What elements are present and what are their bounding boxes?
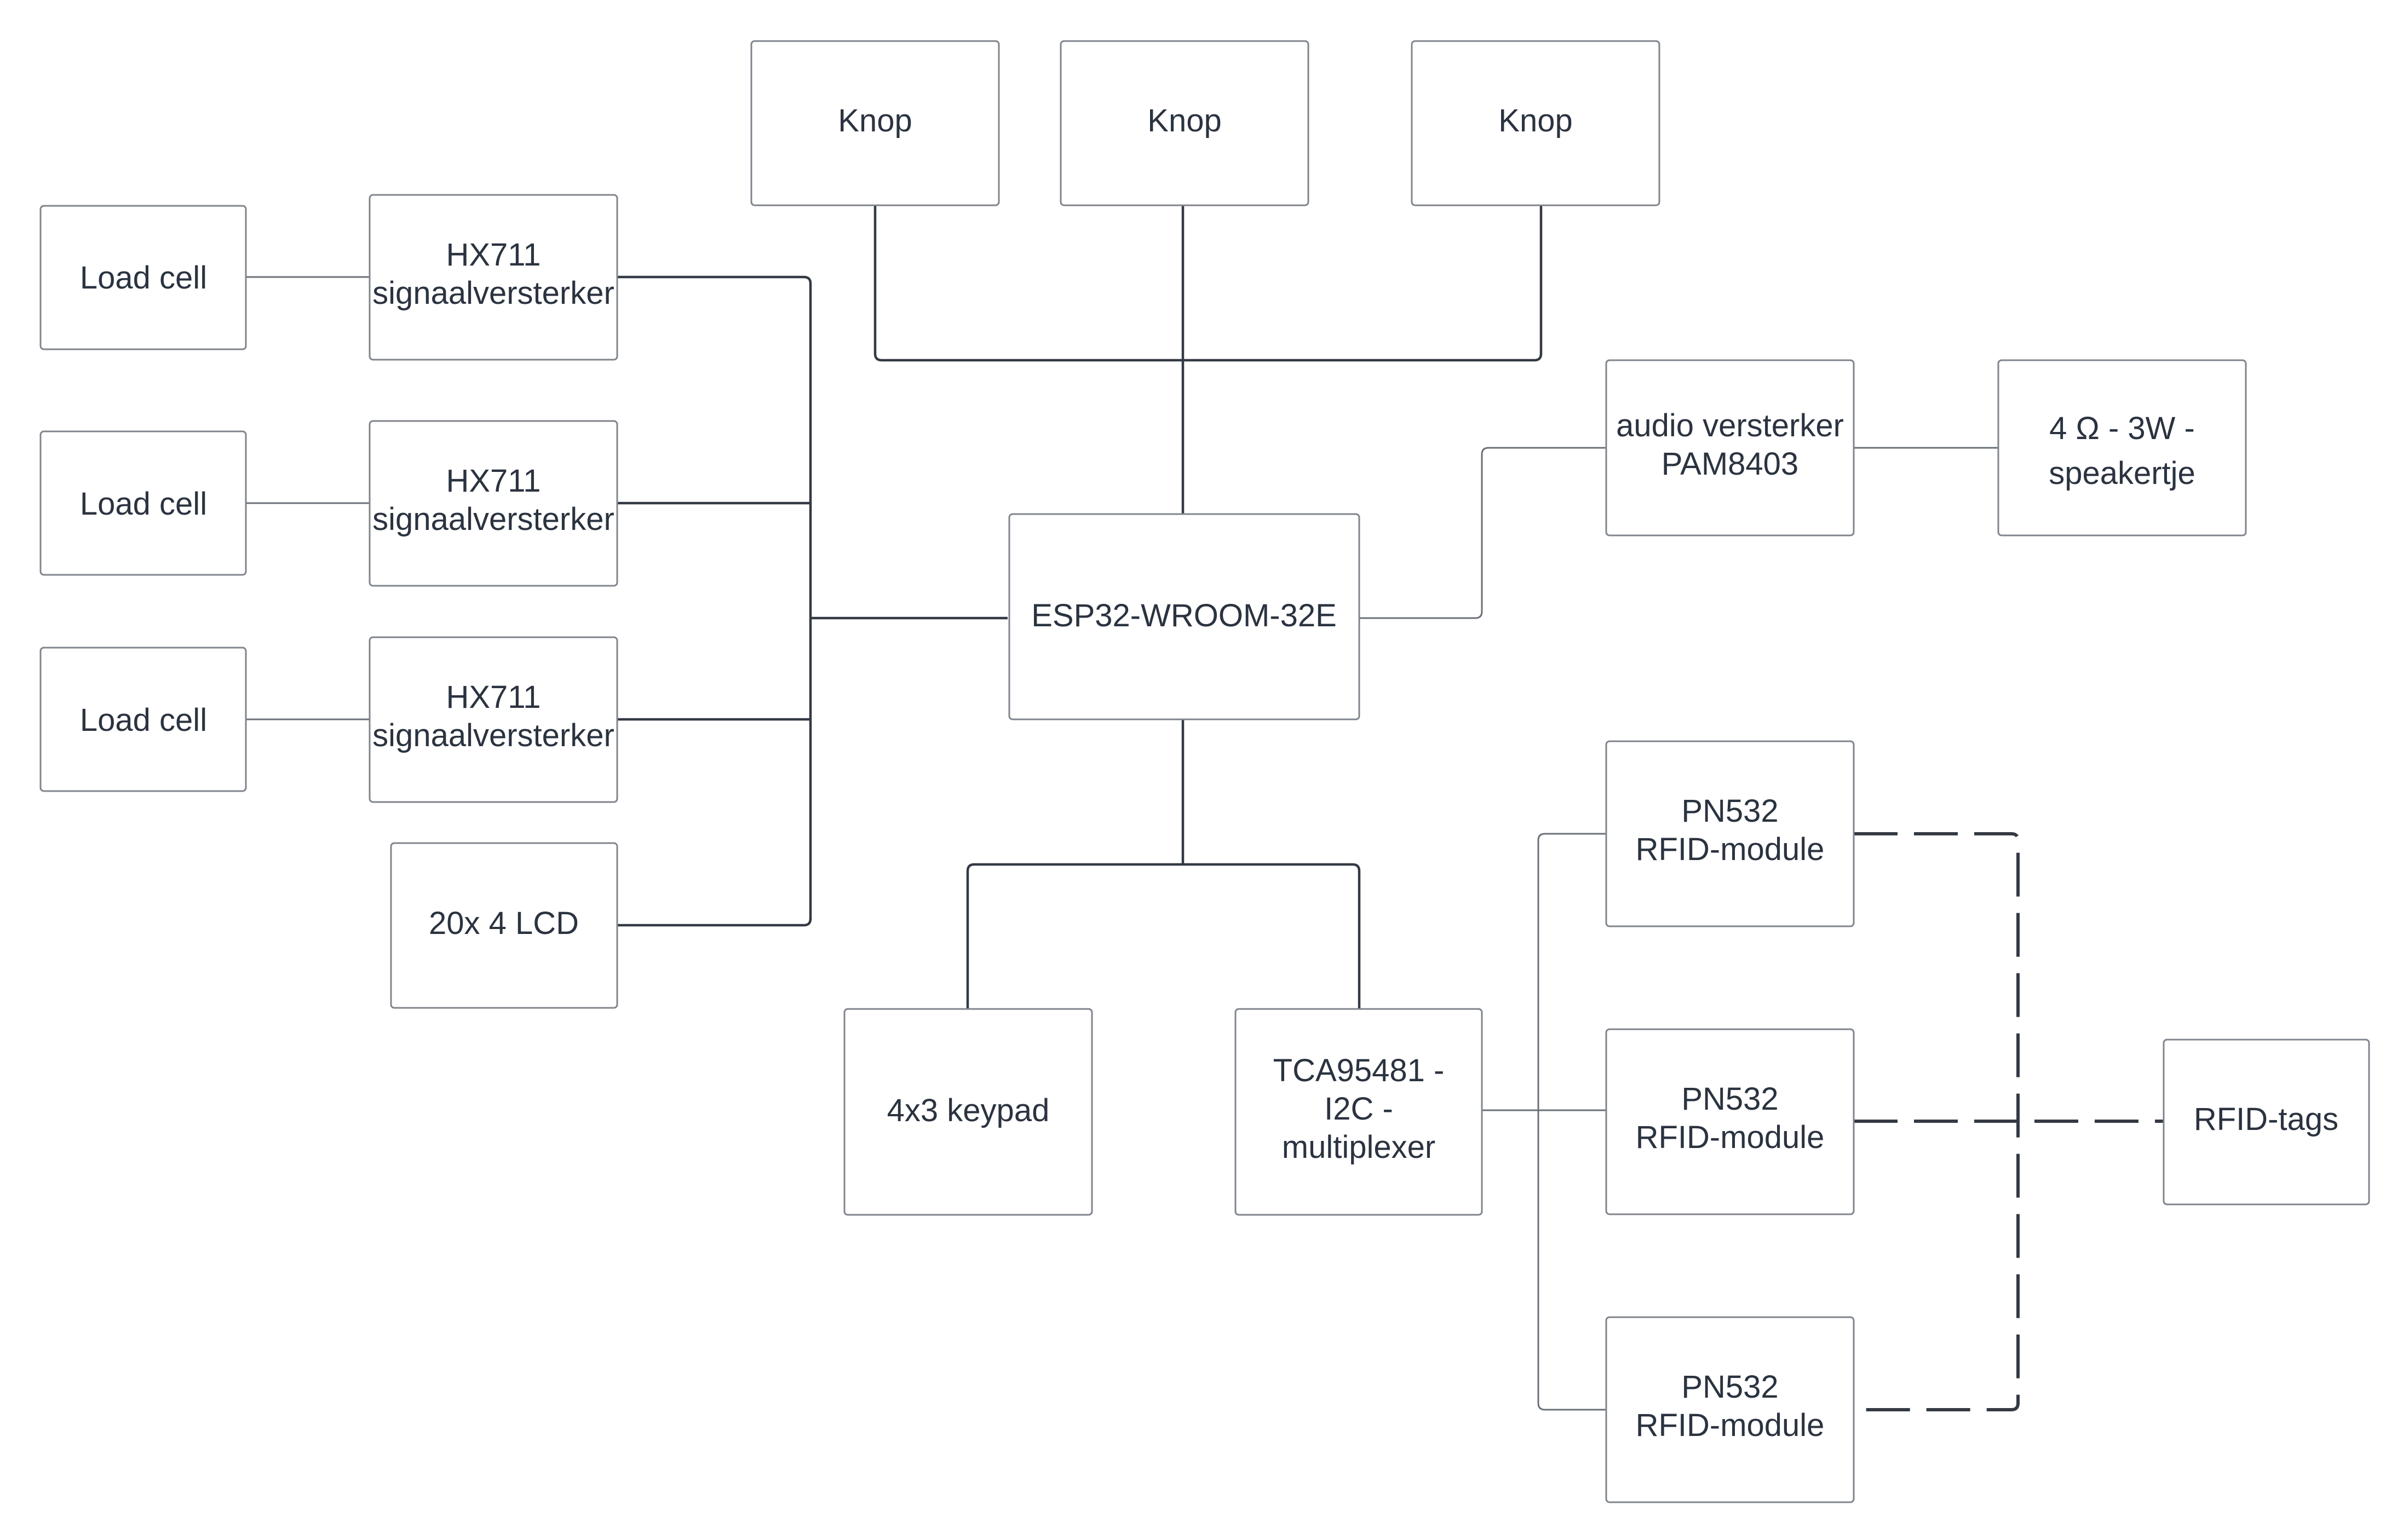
label-lcd: 20x 4 LCD xyxy=(429,905,579,941)
block-hx711-3: HX711 signaalversterker xyxy=(369,636,618,803)
label-load-cell-2: Load cell xyxy=(80,486,207,522)
block-esp32: ESP32-WROOM-32E xyxy=(1008,513,1360,720)
block-hx711-1: HX711 signaalversterker xyxy=(369,194,618,361)
block-rfid-tags: RFID-tags xyxy=(2163,1039,2370,1206)
block-speaker: 4 Ω - 3W - speakertje xyxy=(1997,359,2247,537)
block-load-cell-2: Load cell xyxy=(39,430,247,576)
block-knop-2: Knop xyxy=(1060,40,1309,206)
block-pn532-1: PN532 RFID-module xyxy=(1605,740,1855,927)
block-load-cell-3: Load cell xyxy=(39,647,247,792)
label-load-cell-1: Load cell xyxy=(80,260,207,296)
wire-esp32-audio xyxy=(1359,447,1606,619)
block-load-cell-1: Load cell xyxy=(39,205,247,350)
label-multiplexer-line2: I2C - xyxy=(1324,1091,1393,1127)
label-hx711-3-line2: signaalversterker xyxy=(372,718,614,753)
block-audio-amp: audio versterker PAM8403 xyxy=(1605,359,1855,537)
connections xyxy=(246,205,2164,1411)
label-audio-amp-line1: audio versterker xyxy=(1616,408,1844,443)
label-knop-1: Knop xyxy=(838,103,912,139)
label-load-cell-3: Load cell xyxy=(80,702,207,738)
block-knop-1: Knop xyxy=(750,40,1000,206)
label-knop-3: Knop xyxy=(1498,103,1572,139)
label-audio-amp-line2: PAM8403 xyxy=(1662,446,1798,482)
label-rfid-tags: RFID-tags xyxy=(2194,1101,2338,1137)
block-knop-3: Knop xyxy=(1411,40,1660,206)
block-hx711-2: HX711 signaalversterker xyxy=(369,420,618,587)
wire-keypad-multiplexer-bus xyxy=(966,863,1361,1009)
label-pn532-3-line1: PN532 xyxy=(1681,1369,1778,1405)
label-pn532-1-line1: PN532 xyxy=(1681,793,1778,829)
label-hx711-2-line1: HX711 xyxy=(446,463,541,499)
label-hx711-3-line1: HX711 xyxy=(446,679,541,715)
label-keypad: 4x3 keypad xyxy=(887,1093,1050,1128)
label-multiplexer-line1: TCA95481 - xyxy=(1273,1053,1445,1088)
wire-hx711-1-bus xyxy=(617,275,812,920)
block-multiplexer: TCA95481 - I2C - multiplexer xyxy=(1234,1008,1483,1216)
block-lcd: 20x 4 LCD xyxy=(390,842,618,1009)
label-pn532-2-line1: PN532 xyxy=(1681,1081,1778,1117)
label-pn532-3-line2: RFID-module xyxy=(1636,1408,1825,1443)
wire-mux-rfid-bus xyxy=(1537,833,1606,1411)
wire-knop-1 xyxy=(873,205,1543,362)
label-pn532-2-line2: RFID-module xyxy=(1636,1120,1825,1155)
label-multiplexer-line3: multiplexer xyxy=(1282,1129,1435,1165)
block-pn532-2: PN532 RFID-module xyxy=(1605,1028,1855,1215)
block-pn532-3: PN532 RFID-module xyxy=(1605,1316,1855,1503)
label-pn532-1-line2: RFID-module xyxy=(1636,832,1825,867)
wire-lcd-bus xyxy=(617,918,812,927)
label-hx711-1-line2: signaalversterker xyxy=(372,275,614,311)
label-knop-2: Knop xyxy=(1147,103,1221,139)
label-hx711-1-line1: HX711 xyxy=(446,237,541,273)
block-keypad: 4x3 keypad xyxy=(843,1008,1093,1216)
label-hx711-2-line2: signaalversterker xyxy=(372,501,614,537)
label-speaker-line1: 4 Ω - 3W - xyxy=(2049,411,2195,446)
label-speaker-line2: speakertje xyxy=(2049,455,2195,491)
label-esp32: ESP32-WROOM-32E xyxy=(1031,598,1337,633)
